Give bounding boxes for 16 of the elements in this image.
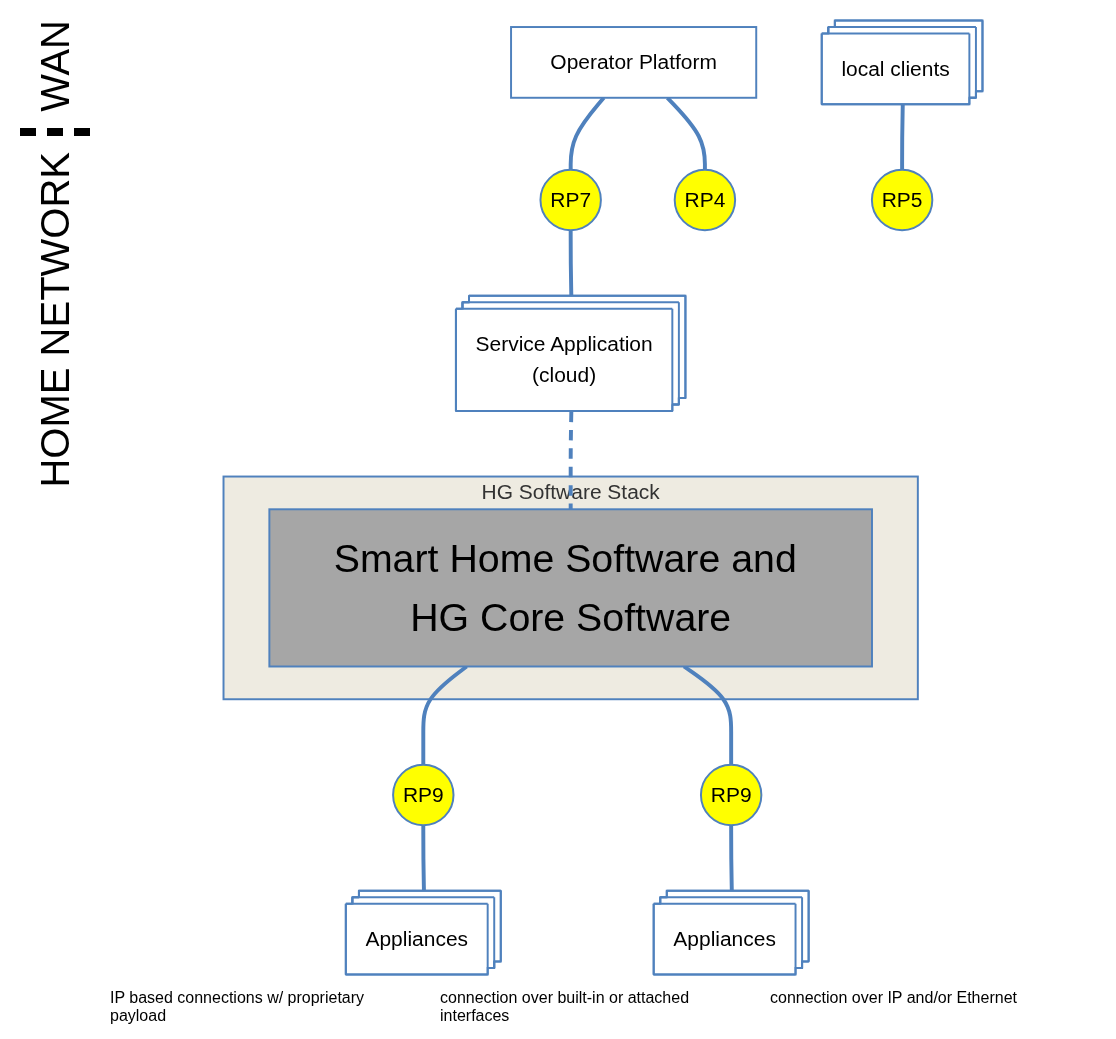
- node-circle: RP9: [699, 763, 763, 827]
- connector: [665, 96, 707, 170]
- connector: [568, 411, 574, 510]
- node-box: Operator Platform: [510, 26, 758, 99]
- zone-label: WAN: [32, 20, 78, 112]
- note-text: IP based connections w/ proprietary payload: [110, 989, 366, 1025]
- node-circle: RP7: [539, 168, 602, 232]
- node-circle: RP9: [392, 763, 455, 827]
- node-circle: RP4: [673, 168, 737, 232]
- node-circle: RP5: [870, 168, 934, 232]
- zone-label: HOME NETWORK: [32, 151, 78, 488]
- note-text: connection over built-in or attached interfaces: [440, 989, 691, 1025]
- note-text: connection over IP and/or Ethernet: [770, 989, 1017, 1008]
- node-box: Smart Home Software and HG Core Software: [268, 508, 873, 668]
- connector: [568, 96, 606, 170]
- connector: [900, 104, 905, 170]
